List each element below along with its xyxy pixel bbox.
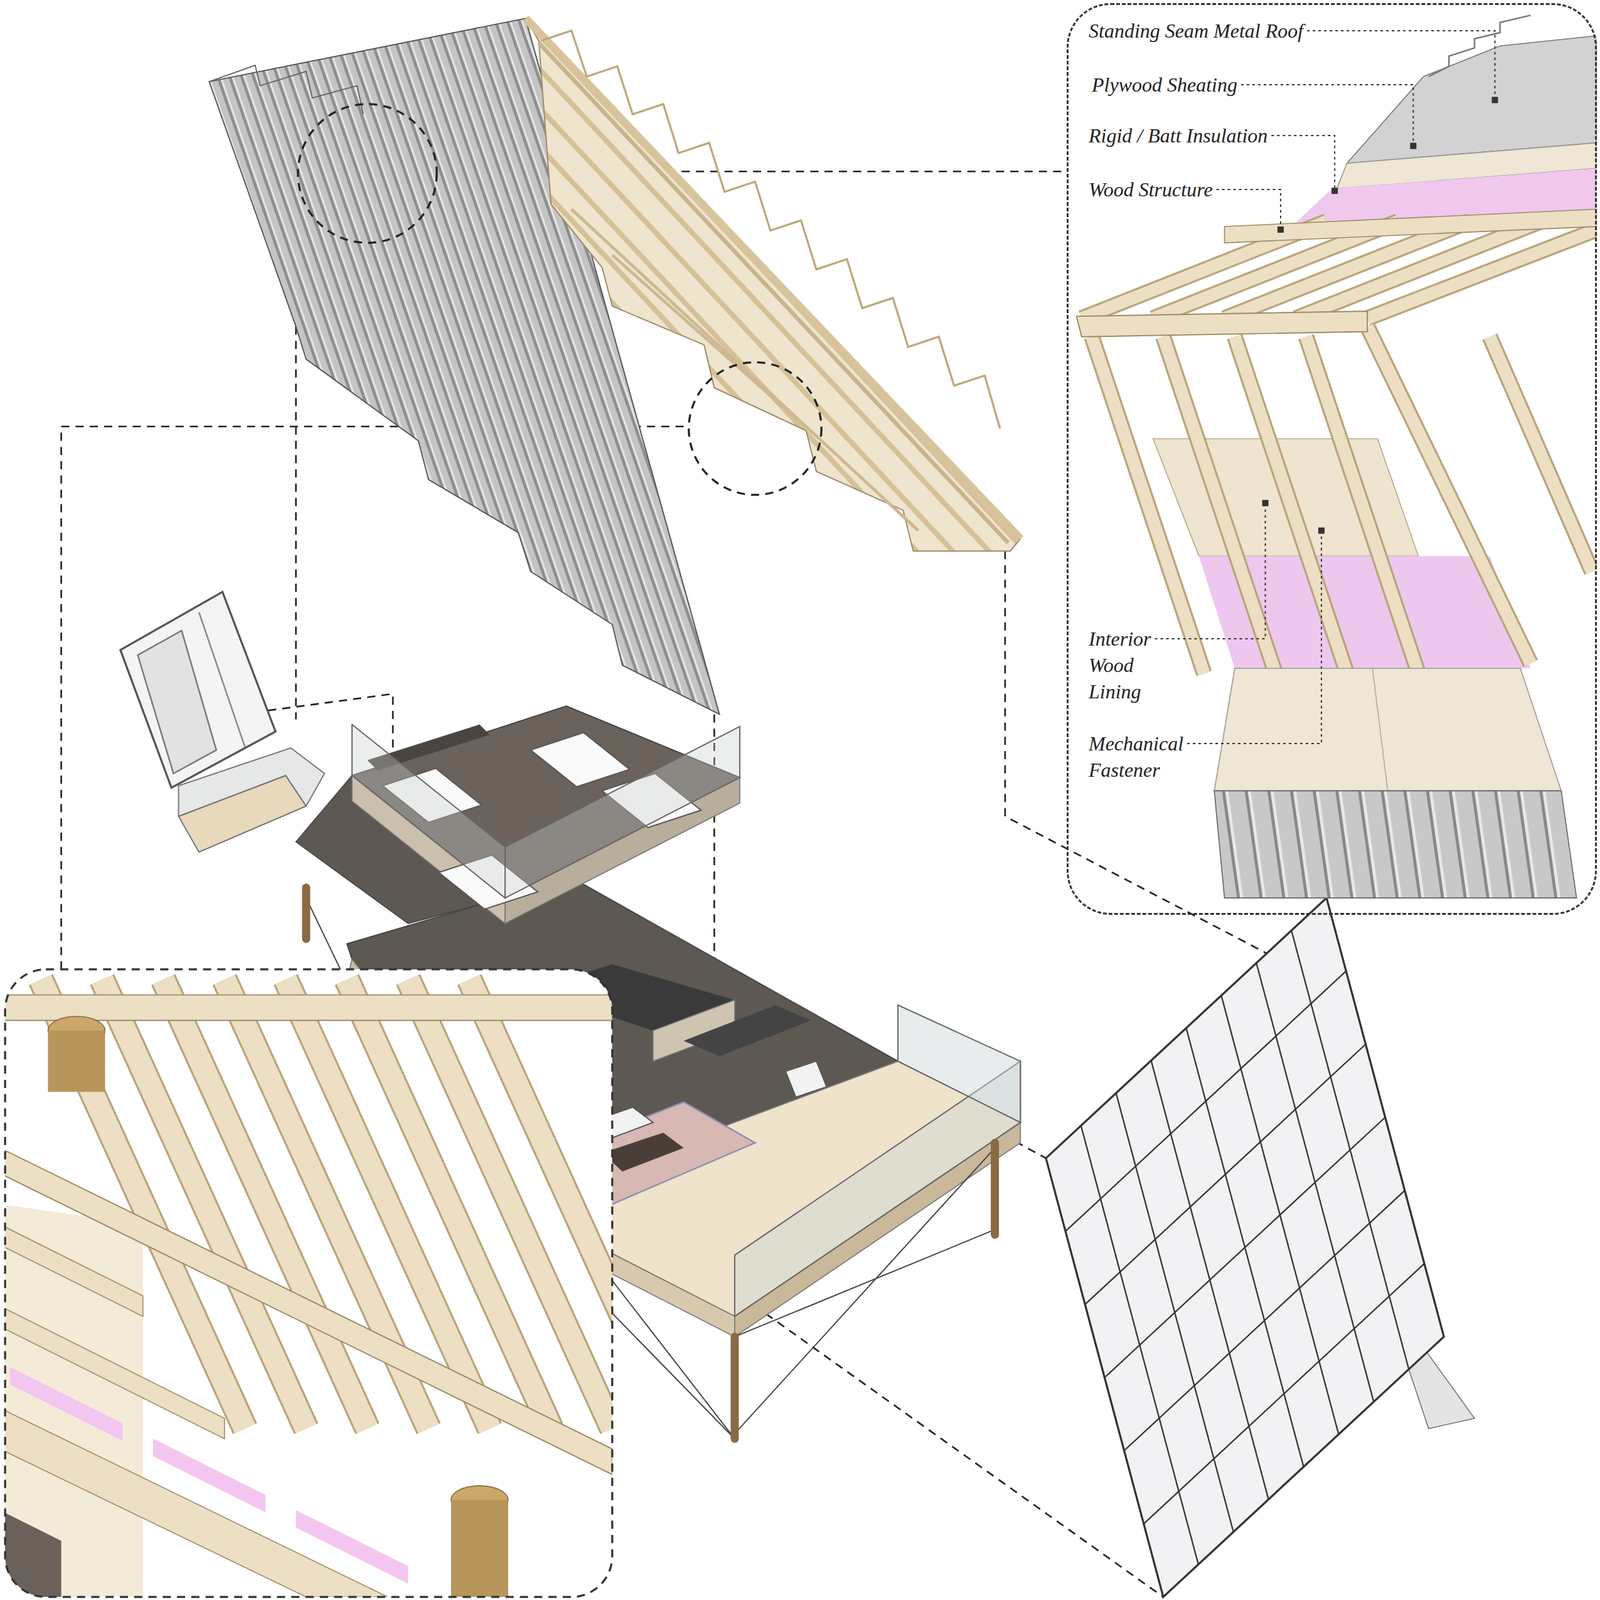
leader-line	[1271, 135, 1335, 191]
roof-section-detail-part-part	[1214, 790, 1577, 898]
floor-platforms-part	[530, 732, 630, 787]
floor-platforms-part	[352, 724, 506, 898]
floor-detail-callout-part-part	[5, 1306, 225, 1439]
roof-assembly-part	[298, 104, 437, 243]
door-unit-part	[138, 630, 217, 774]
callout-label: Wood Structure	[1088, 178, 1213, 201]
roof-section-detail-part-part	[1428, 15, 1531, 77]
callout-label-box: Mechanical Fastener	[1088, 730, 1208, 784]
callout-label: Interior Wood Lining	[1088, 627, 1152, 703]
roof-section-detail-part-part	[1081, 221, 1597, 674]
leader-end-dot	[1318, 527, 1325, 534]
roof-section-detail-part	[1076, 15, 1597, 898]
roof-section-detail	[1076, 15, 1597, 898]
floor-platforms-part	[352, 705, 740, 898]
roof-section-detail-part-part-part	[1091, 336, 1205, 674]
pile-supports-part-part	[990, 1142, 999, 1235]
roof-assembly-part	[525, 18, 1021, 539]
door-unit-part	[120, 591, 276, 788]
roof-assembly-part	[688, 362, 822, 495]
roof-assembly-part	[208, 65, 364, 115]
roof-section-detail-part-part	[1214, 668, 1562, 791]
roof-assembly-part	[540, 30, 1001, 429]
exploded-guide-lines-part	[294, 326, 297, 720]
callout-label: Standing Seam Metal Roof	[1088, 19, 1304, 43]
floor-platforms-part	[683, 1005, 812, 1056]
leader-line	[1187, 530, 1322, 744]
leader-line	[1155, 503, 1266, 639]
detail-callout-panel: Standing Seam Metal RoofPlywood Sheating…	[1066, 3, 1597, 915]
roof-section-detail-part-part	[1347, 35, 1597, 164]
floor-detail-callout-part	[5, 969, 613, 1597]
leader-line	[1306, 30, 1495, 100]
pile-supports-part-part	[612, 1280, 735, 1439]
callout-label-box: Wood Structure	[1088, 176, 1440, 203]
roof-section-detail-part-part	[1076, 311, 1368, 337]
roof-section-detail-part-part-part	[1489, 336, 1592, 572]
callout-label-box: Plywood Sheating	[1091, 71, 1444, 98]
callout-label-box: Standing Seam Metal Roof	[1088, 17, 1440, 44]
floor-detail-callout-part-part	[451, 1500, 509, 1597]
floor-platforms-part	[178, 747, 326, 817]
floor-detail-callout-part-part	[5, 1510, 61, 1597]
leader-end-dot	[1331, 187, 1338, 194]
pile-supports-part-part	[734, 1148, 996, 1434]
roof-section-detail-part-part	[1081, 221, 1597, 674]
leader-end-dot	[1262, 500, 1269, 507]
pile-supports-part-part	[730, 1336, 739, 1439]
roof-assembly-part	[208, 18, 720, 715]
pile-supports-part-part	[301, 887, 310, 939]
floor-detail-callout-part-part	[5, 1224, 144, 1317]
roof-assembly-part	[538, 42, 1009, 543]
floor-detail-callout-part-part-part-part	[469, 979, 613, 1429]
floor-platforms-part	[602, 1132, 684, 1172]
glazing-panel-part	[1045, 897, 1444, 1597]
callout-label-box: Interior Wood Lining	[1088, 625, 1183, 705]
floor-platforms-part	[505, 726, 740, 898]
floor-detail-callout-part-part	[5, 1204, 144, 1597]
roof-section-detail-part-part-part	[1234, 336, 1348, 674]
callout-label: Mechanical Fastener	[1088, 732, 1184, 782]
callout-label: Rigid / Batt Insulation	[1088, 124, 1268, 147]
floor-detail-callout	[0, 969, 674, 1597]
roof-assembly	[208, 18, 1021, 715]
roof-assembly-part	[525, 18, 1021, 551]
panel-transom	[1143, 1263, 1425, 1525]
roof-section-detail-part-part	[1224, 208, 1598, 243]
door-unit	[120, 591, 276, 788]
floor-detail-callout-part-part	[5, 1408, 388, 1597]
floor-detail-callout-part-part	[5, 995, 613, 1021]
floor-detail-callout-part	[5, 969, 613, 1597]
roof-assembly-part	[571, 208, 919, 531]
floor-platforms-part	[785, 1061, 827, 1097]
roof-section-detail-part-part-part	[1367, 229, 1597, 319]
roof-section-detail-part-part	[1372, 668, 1388, 791]
callout-label: Plywood Sheating	[1091, 73, 1238, 96]
door-unit-part	[198, 612, 245, 748]
floor-detail-callout-part-part	[47, 1030, 105, 1093]
roof-section-detail-part-part-part	[1163, 336, 1276, 674]
leader-end-dot	[1409, 143, 1417, 150]
leader-end-dot	[1491, 96, 1498, 103]
pile-supports-part-part	[734, 1229, 996, 1338]
floor-platforms-part	[897, 1005, 1021, 1123]
roof-section-detail-part-part-part	[1489, 336, 1592, 572]
callout-label-box: Rigid / Batt Insulation	[1088, 122, 1440, 149]
leader-end-dot	[1277, 226, 1284, 233]
leader-line	[1216, 189, 1281, 230]
roof-assembly-part	[612, 255, 797, 419]
floor-detail-callout-part-part	[5, 1148, 613, 1475]
glazing-panel	[1045, 897, 1475, 1597]
